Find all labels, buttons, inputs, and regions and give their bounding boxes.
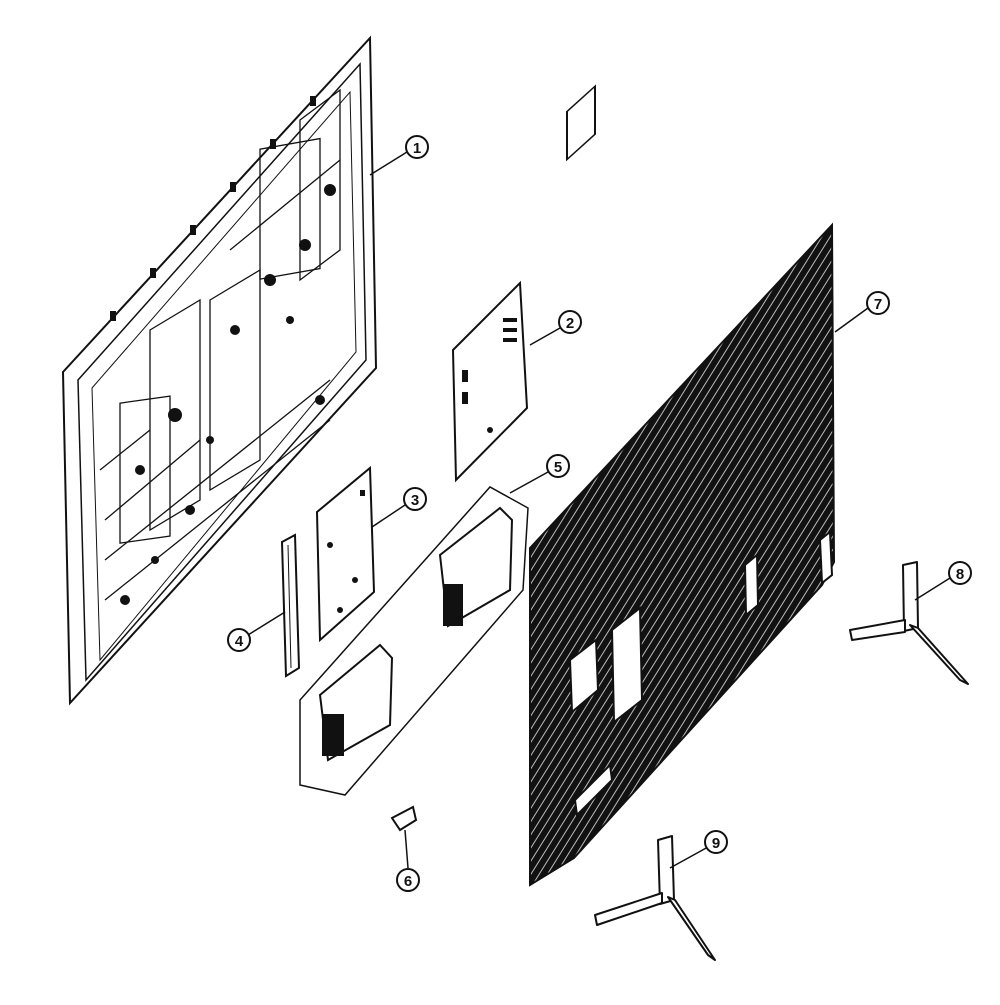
callout-number: 6 [404,873,412,890]
led-bar-board [280,533,301,678]
callout-1: 1 [405,135,429,159]
callout-number: 5 [554,459,562,476]
front-chassis-frame [61,35,378,706]
small-clip [390,805,418,832]
speaker-pair [299,486,529,796]
callout-number: 2 [566,315,574,332]
stand-leg-left [594,835,716,961]
callout-8: 8 [948,561,972,585]
callout-5: 5 [546,454,570,478]
main-board [451,280,529,483]
callout-2: 2 [558,310,582,334]
callout-9: 9 [704,830,728,854]
callout-4: 4 [227,628,251,652]
callout-7: 7 [866,291,890,315]
callout-number: 9 [712,835,720,852]
rear-cover [529,84,836,887]
callout-number: 8 [956,566,964,583]
power-board [315,465,376,643]
callout-number: 4 [235,633,244,650]
callout-number: 7 [874,296,882,313]
callout-number: 3 [411,492,419,509]
callout-number: 1 [413,140,421,157]
speaker-upper [438,506,514,628]
callout-3: 3 [403,487,427,511]
callout-6: 6 [396,868,420,892]
stand-leg-right [849,561,969,685]
leader-lines [247,151,951,869]
speaker-lower [318,643,394,762]
